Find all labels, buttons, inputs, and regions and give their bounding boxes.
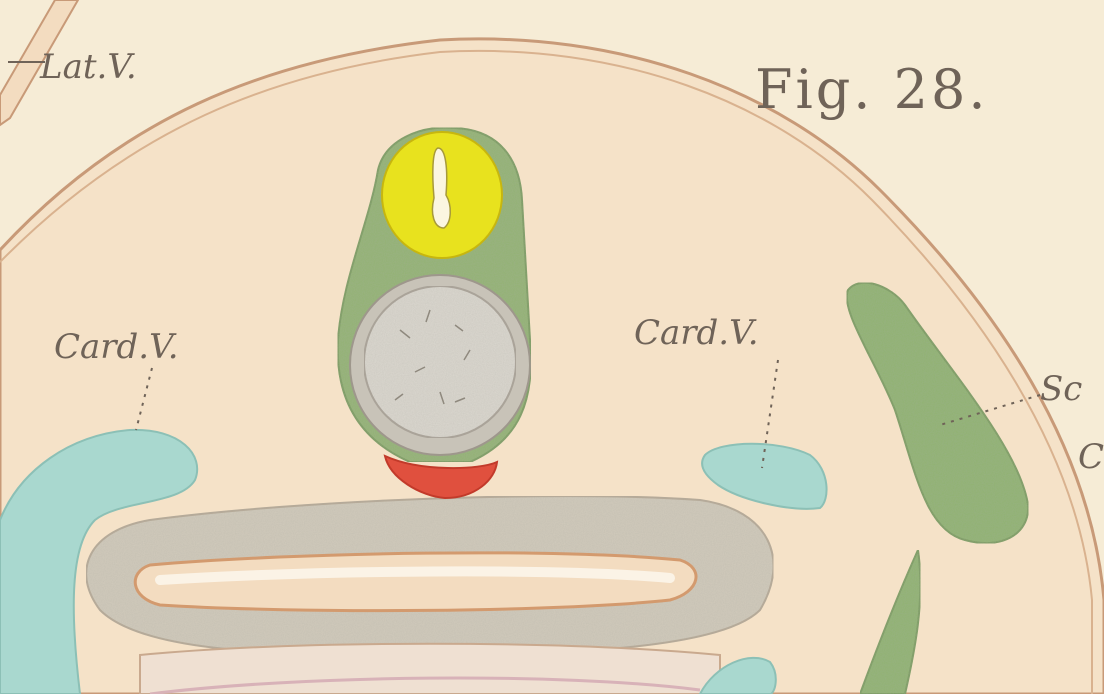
label-sc-partial: Sc — [1040, 369, 1082, 409]
gut — [86, 496, 773, 694]
label-card-v-right: Card.V. — [634, 313, 759, 353]
notochord — [364, 286, 516, 438]
label-lat-v: Lat.V. — [39, 47, 137, 87]
figure-title: Fig. 28. — [755, 58, 989, 121]
label-c-partial: C — [1078, 437, 1104, 477]
label-card-v-left: Card.V. — [54, 327, 179, 367]
